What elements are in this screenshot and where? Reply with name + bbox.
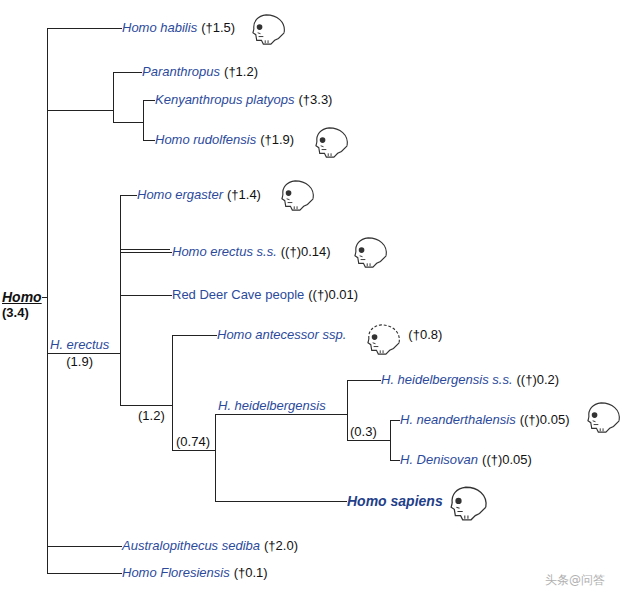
taxon-label: Australopithecus sediba(†2.0) [122, 538, 298, 554]
age-value: ((†)0.05) [482, 452, 532, 468]
skull-icon [282, 181, 313, 210]
taxon-name: H. heidelbergensis [218, 398, 344, 415]
age-value: (†0.8) [408, 327, 442, 343]
taxon-name: Kenyanthropus platyops [155, 92, 294, 108]
taxon-name: Red Deer Cave people [172, 287, 304, 303]
root-genus-label: Homo(3.4) [2, 289, 42, 321]
tree-branch [42, 72, 142, 297]
tree-branch [109, 354, 218, 451]
age-value: (†2.0) [264, 538, 298, 554]
age-value: ((†)0.2) [517, 372, 560, 388]
taxon-name: Homo erectus s.s. [172, 244, 277, 260]
taxon-label: Homo rudolfensis(†1.9) [155, 132, 294, 148]
taxon-label: Kenyanthropus platyops(†3.3) [155, 92, 332, 108]
age-value: (†0.1) [234, 565, 268, 581]
tree-branch [344, 415, 400, 461]
age-value: (1.9) [50, 354, 109, 370]
tree-branch [42, 297, 122, 546]
taxon-name: Australopithecus sediba [122, 538, 260, 554]
taxon-name: Homo antecessor ssp. [217, 327, 346, 343]
tree-branch [42, 28, 122, 297]
clade-label: H. erectus(1.9) [50, 337, 109, 370]
tree-branch [344, 415, 400, 441]
tree-branch [344, 380, 381, 415]
taxon-name: H. Denisovan [400, 452, 478, 468]
skull-icon [588, 403, 619, 432]
taxon-label: H. neanderthalensis((†)0.05) [400, 412, 570, 428]
taxon-label: Homo antecessor ssp. (†0.8) [217, 327, 442, 343]
taxon-label: Homo erectus s.s.((†)0.14) [172, 244, 331, 260]
age-value: (†1.2) [224, 64, 258, 80]
tree-branch [42, 297, 122, 573]
taxon-name: Homo habilis [122, 20, 197, 36]
age-value: (†3.3) [298, 92, 332, 108]
clade-age: (0.74) [176, 434, 210, 450]
tree-branch [109, 354, 347, 502]
taxon-name: H. neanderthalensis [400, 412, 516, 428]
skull-icon [368, 325, 399, 354]
age-value: (†1.9) [260, 132, 294, 148]
tree-branch [109, 252, 172, 354]
skull-icon [355, 238, 386, 267]
age-value: ((†)0.05) [520, 412, 570, 428]
clade-age: (1.2) [138, 408, 165, 424]
taxon-name: Homo [2, 289, 42, 305]
taxon-label: Homo Floresiensis(†0.1) [122, 565, 268, 581]
age-value: (†1.5) [201, 20, 235, 36]
taxon-name: Homo ergaster [137, 187, 223, 203]
tree-branch [109, 195, 137, 354]
taxon-name: Homo rudolfensis [155, 132, 256, 148]
tree-branch [42, 110, 155, 297]
age-value: (3.4) [2, 305, 42, 321]
taxon-label: Paranthropus(†1.2) [142, 64, 258, 80]
skull-icon [316, 128, 347, 157]
taxon-label: Homo sapiens [347, 493, 443, 510]
age-value: ((†)0.01) [308, 287, 358, 303]
taxon-label: Homo habilis(†1.5) [122, 20, 235, 36]
taxon-name: H. heidelbergensis s.s. [381, 372, 513, 388]
taxon-label: Homo ergaster(†1.4) [137, 187, 261, 203]
clade-age: (0.3) [350, 424, 377, 440]
taxon-name: Homo sapiens [347, 493, 443, 509]
double-branch-line [121, 249, 170, 250]
skull-icon [253, 15, 284, 44]
skull-icons [253, 15, 619, 520]
taxon-name: H. erectus [50, 337, 109, 354]
clade-label: H. heidelbergensis [218, 398, 344, 415]
taxon-label: Red Deer Cave people((†)0.01) [172, 287, 358, 303]
tree-branch [109, 295, 172, 354]
taxon-label: H. heidelbergensis s.s.((†)0.2) [381, 372, 559, 388]
skull-icon [451, 487, 486, 520]
taxon-name: Paranthropus [142, 64, 220, 80]
tree-branch [42, 297, 50, 354]
watermark: 头条@问答 [545, 572, 605, 588]
age-value: (†1.4) [227, 187, 261, 203]
taxon-label: H. Denisovan((†)0.05) [400, 452, 532, 468]
taxon-name: Homo Floresiensis [122, 565, 230, 581]
tree-branches [42, 28, 400, 573]
tree-branch [109, 335, 217, 405]
age-value: ((†)0.14) [281, 244, 331, 260]
